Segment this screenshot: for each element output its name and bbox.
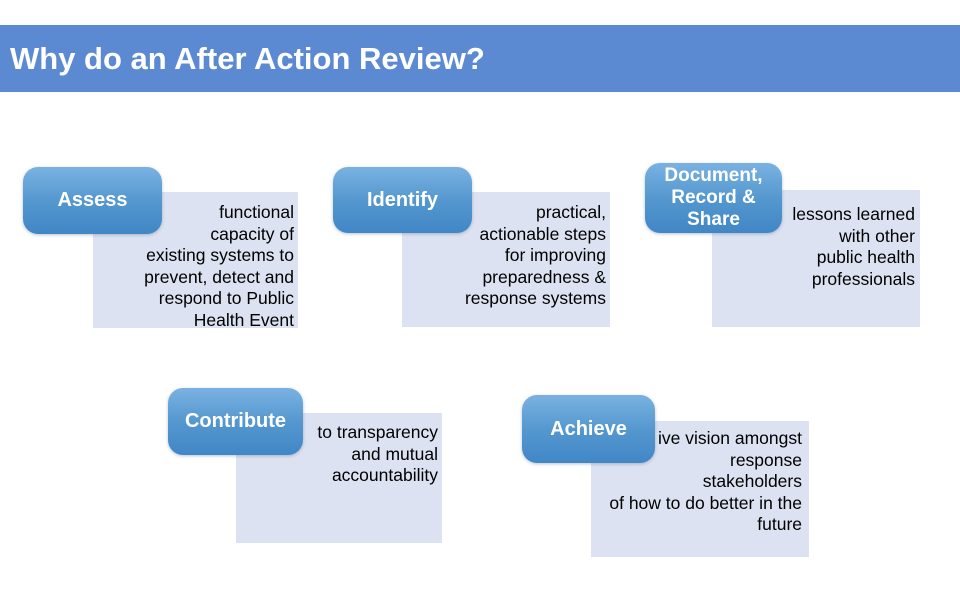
slide-title-bar: Why do an After Action Review? — [0, 25, 960, 92]
textbox-identify-text: practical, actionable steps for improvin… — [464, 202, 606, 309]
textbox-document-record-share-text: lessons learned with other public health… — [792, 204, 915, 289]
shape-contribute: Contribute — [168, 388, 303, 455]
slide-title: Why do an After Action Review? — [10, 40, 485, 76]
shape-document-record-share: Document, Record & Share — [645, 163, 782, 233]
shape-achieve: Achieve — [522, 395, 655, 463]
textbox-achieve-text: ive vision amongst response stakeholders… — [609, 428, 802, 535]
shape-assess: Assess — [23, 167, 162, 234]
textbox-assess-text: functional capacity of existing systems … — [144, 202, 294, 330]
textbox-contribute-text: to transparency and mutual accountabilit… — [317, 422, 438, 486]
shape-identify: Identify — [333, 167, 472, 233]
